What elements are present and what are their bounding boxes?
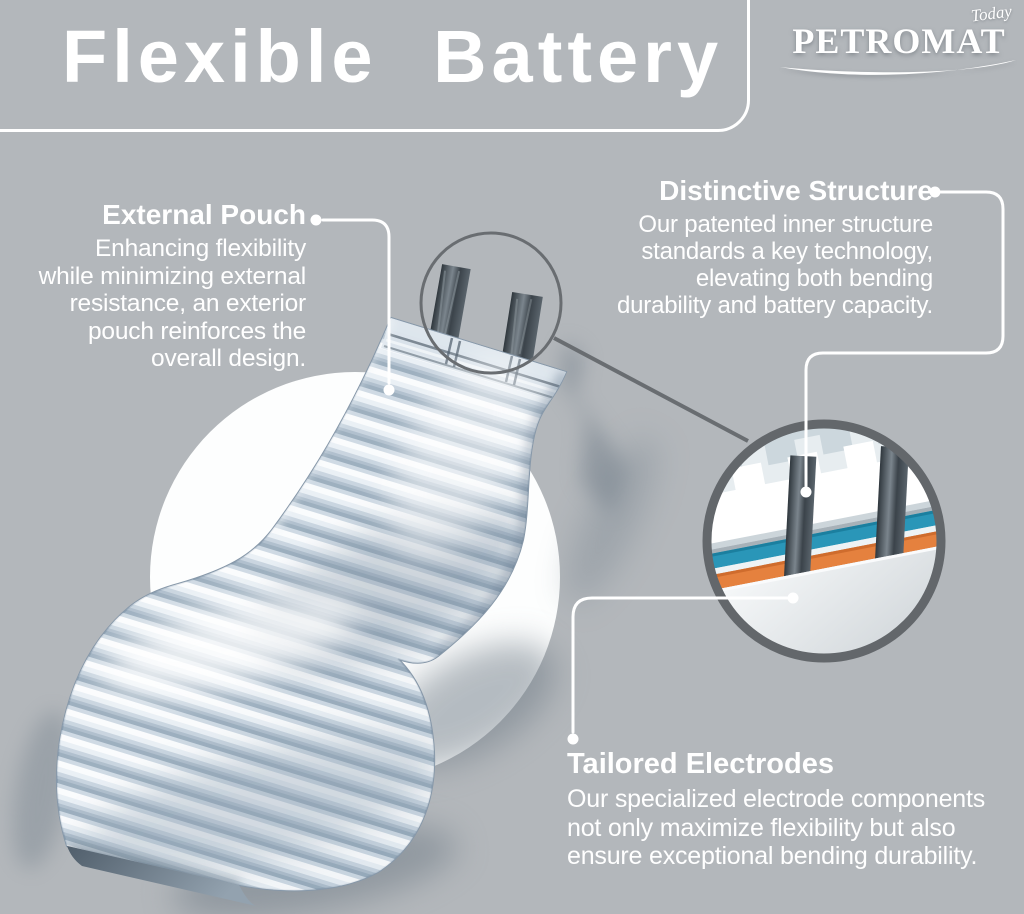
callout-heading: Distinctive Structure	[659, 175, 933, 206]
battery-body	[55, 316, 568, 906]
connector-distinctive-structure	[800, 186, 1005, 498]
detail-magnifier-circle	[702, 419, 946, 663]
callout-heading: External Pouch	[102, 199, 306, 230]
connector-tailored-electrodes	[567, 592, 799, 745]
battery-tab-right	[501, 292, 543, 363]
battery-tab-left	[428, 264, 471, 344]
zoom-link-line	[553, 336, 749, 443]
callout-external-pouch: External Pouch Enhancing flexibility whi…	[2, 199, 307, 373]
battery-bottom-edge	[67, 846, 256, 906]
title-frame	[0, 0, 750, 132]
logo: Today PETROMAT	[778, 2, 1020, 84]
callout-distinctive-structure: Distinctive Structure Our patented inner…	[553, 175, 933, 319]
logo-swoosh-icon	[780, 60, 1016, 75]
callout-tailored-electrodes: Tailored Electrodes Our specialized elec…	[567, 748, 995, 871]
zoom-ring	[419, 231, 563, 375]
logo-wordmark: PETROMAT	[792, 21, 1006, 61]
callout-heading: Tailored Electrodes	[567, 748, 834, 780]
page-title: Flexible Battery	[62, 15, 724, 98]
orange-electrode-layer	[716, 524, 945, 589]
battery-tabs	[428, 264, 543, 363]
connector-external-pouch	[310, 214, 395, 396]
callout-body: Enhancing flexibility while minimizing e…	[38, 235, 307, 372]
callout-body: Our patented inner structure standards a…	[617, 211, 933, 319]
callout-body: Our specialized electrode components not…	[567, 785, 986, 870]
